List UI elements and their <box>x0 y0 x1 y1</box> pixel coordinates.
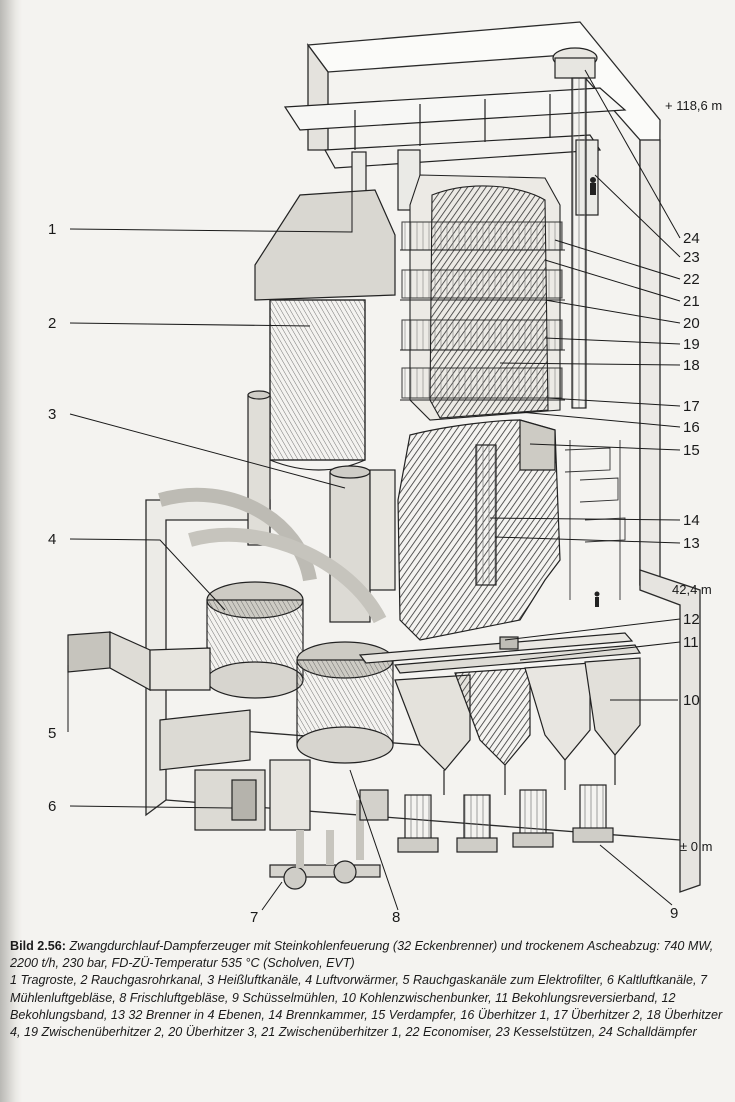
callout-3: 3 <box>48 406 56 423</box>
leader-9 <box>599 844 673 906</box>
leader-17 <box>547 397 681 407</box>
leader-1 <box>69 168 353 233</box>
callout-7: 7 <box>250 909 258 926</box>
leader-6 <box>69 805 233 809</box>
leader-13 <box>494 536 681 544</box>
coal-conveyors <box>358 632 642 674</box>
callout-14: 14 <box>683 512 700 529</box>
callout-17: 17 <box>683 398 700 415</box>
cold-air-ducts <box>194 759 311 831</box>
leader-19 <box>544 337 681 345</box>
caption-description: Zwangdurchlauf-Dampferzeuger mit Steinko… <box>10 939 714 971</box>
leader-12 <box>504 618 681 641</box>
elevation-ground: ± 0 m <box>680 839 712 854</box>
fans <box>269 789 389 890</box>
leader-2 <box>69 322 311 327</box>
elevation-mid: 42,4 m <box>672 582 712 597</box>
callout-9: 9 <box>670 905 678 922</box>
callout-12: 12 <box>683 611 700 628</box>
air-preheaters <box>158 487 394 764</box>
callout-23: 23 <box>683 249 700 266</box>
callout-5: 5 <box>48 725 56 742</box>
leader-22 <box>554 239 681 280</box>
callout-13: 13 <box>683 535 700 552</box>
leader-23 <box>594 174 681 258</box>
callout-21: 21 <box>683 293 700 310</box>
callout-15: 15 <box>683 442 700 459</box>
scale-figures <box>590 177 600 607</box>
callout-16: 16 <box>683 419 700 436</box>
leader-18 <box>499 362 681 366</box>
callout-18: 18 <box>683 357 700 374</box>
page-binding-shadow <box>0 0 22 1102</box>
caption-title: Bild 2.56: <box>10 939 66 953</box>
leader-24 <box>584 69 681 239</box>
callout-11: 11 <box>683 634 699 651</box>
superheater-section <box>400 174 565 421</box>
leader-8 <box>349 769 399 911</box>
leader-20 <box>544 299 681 324</box>
flue-gas-to-filter-ducts <box>67 631 251 771</box>
callout-1: 1 <box>48 221 56 238</box>
callout-19: 19 <box>683 336 700 353</box>
caption-legend: 1 Tragroste, 2 Rauchgasrohrkanal, 3 Heiß… <box>10 973 723 1040</box>
leader-lines <box>67 69 681 911</box>
figure-caption: Bild 2.56: Zwangdurchlauf-Dampferzeuger … <box>10 938 730 1041</box>
boiler-cutaway-drawing: 1 2 3 4 5 6 7 8 9 10 11 12 13 14 15 16 1… <box>48 21 722 926</box>
callout-8: 8 <box>392 909 400 926</box>
callout-4: 4 <box>48 531 56 548</box>
elevation-top: + 118,6 m <box>665 98 722 113</box>
leader-11 <box>519 641 681 661</box>
leader-16 <box>519 411 681 428</box>
callout-2: 2 <box>48 315 56 332</box>
stair-platforms <box>564 440 626 600</box>
leader-15 <box>529 443 681 451</box>
coal-bunkers <box>394 657 641 795</box>
leader-21 <box>544 259 681 302</box>
leader-14 <box>489 517 681 521</box>
combustion-chamber <box>397 419 561 641</box>
silencer <box>552 47 598 409</box>
leader-4 <box>69 538 226 611</box>
leader-7 <box>261 881 283 911</box>
callout-10: 10 <box>683 692 700 709</box>
flue-gas-duct <box>254 189 396 471</box>
callout-22: 22 <box>683 271 700 288</box>
callout-20: 20 <box>683 315 700 332</box>
callout-6: 6 <box>48 798 56 815</box>
leader-3 <box>69 413 346 489</box>
bowl-mills <box>397 784 614 853</box>
callout-24: 24 <box>683 230 700 247</box>
